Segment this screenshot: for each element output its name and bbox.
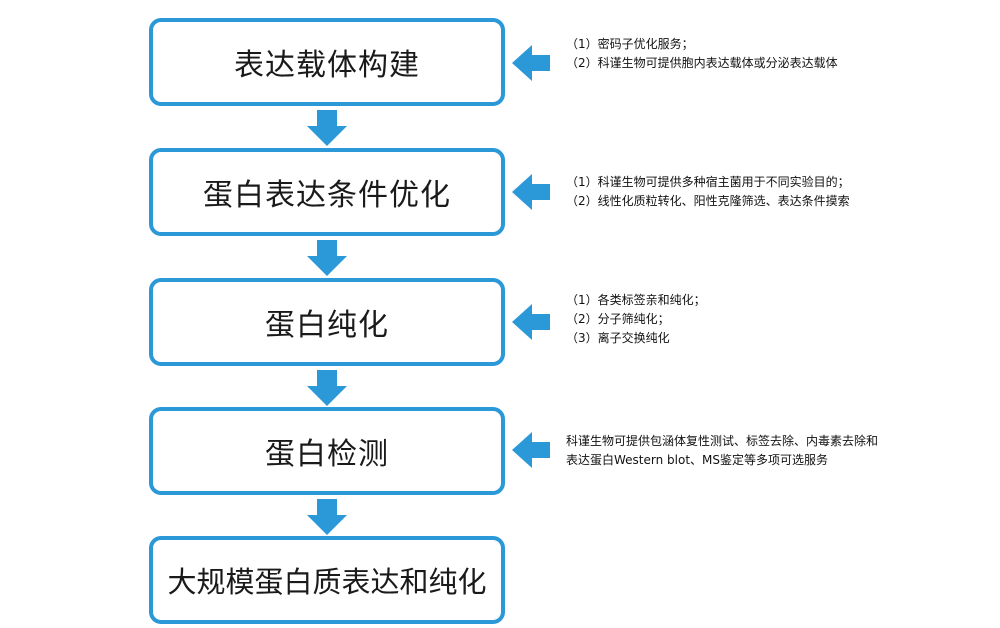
step-label: 蛋白纯化 xyxy=(265,308,389,343)
note-line: （3）离子交换纯化 xyxy=(566,331,670,345)
down-arrow-icon xyxy=(307,110,347,146)
note-line: 表达蛋白Western blot、MS鉴定等多项可选服务 xyxy=(566,453,828,467)
step-note-protein-detection: 科谨生物可提供包涵体复性测试、标签去除、内毒素去除和 表达蛋白Western b… xyxy=(566,432,878,470)
step-label: 表达载体构建 xyxy=(234,48,420,83)
note-line: （2）科谨生物可提供胞内表达载体或分泌表达载体 xyxy=(566,56,838,70)
step-box-protein-purification: 蛋白纯化 xyxy=(149,278,505,366)
step-box-large-scale-expression: 大规模蛋白质表达和纯化 xyxy=(149,536,505,624)
left-arrow-icon xyxy=(512,174,550,210)
down-arrow-icon xyxy=(307,370,347,406)
step-box-vector-construction: 表达载体构建 xyxy=(149,18,505,106)
note-line: （2）线性化质粒转化、阳性克隆筛选、表达条件摸索 xyxy=(566,194,850,208)
note-line: （1）密码子优化服务； xyxy=(566,37,694,51)
left-arrow-icon xyxy=(512,45,550,81)
note-line: （1）科谨生物可提供多种宿主菌用于不同实验目的； xyxy=(566,175,850,189)
note-line: 科谨生物可提供包涵体复性测试、标签去除、内毒素去除和 xyxy=(566,434,879,448)
step-box-protein-detection: 蛋白检测 xyxy=(149,407,505,495)
step-note-vector-construction: （1）密码子优化服务； （2）科谨生物可提供胞内表达载体或分泌表达载体 xyxy=(566,35,838,73)
left-arrow-icon xyxy=(512,432,550,468)
step-label: 蛋白表达条件优化 xyxy=(203,178,451,213)
step-label: 大规模蛋白质表达和纯化 xyxy=(167,565,487,599)
step-note-expression-optimization: （1）科谨生物可提供多种宿主菌用于不同实验目的； （2）线性化质粒转化、阳性克隆… xyxy=(566,173,850,211)
note-line: （2）分子筛纯化； xyxy=(566,312,670,326)
down-arrow-icon xyxy=(307,499,347,535)
note-line: （1）各类标签亲和纯化； xyxy=(566,293,706,307)
left-arrow-icon xyxy=(512,304,550,340)
step-note-protein-purification: （1）各类标签亲和纯化； （2）分子筛纯化； （3）离子交换纯化 xyxy=(566,291,706,348)
step-box-expression-optimization: 蛋白表达条件优化 xyxy=(149,148,505,236)
down-arrow-icon xyxy=(307,240,347,276)
step-label: 蛋白检测 xyxy=(265,437,389,472)
